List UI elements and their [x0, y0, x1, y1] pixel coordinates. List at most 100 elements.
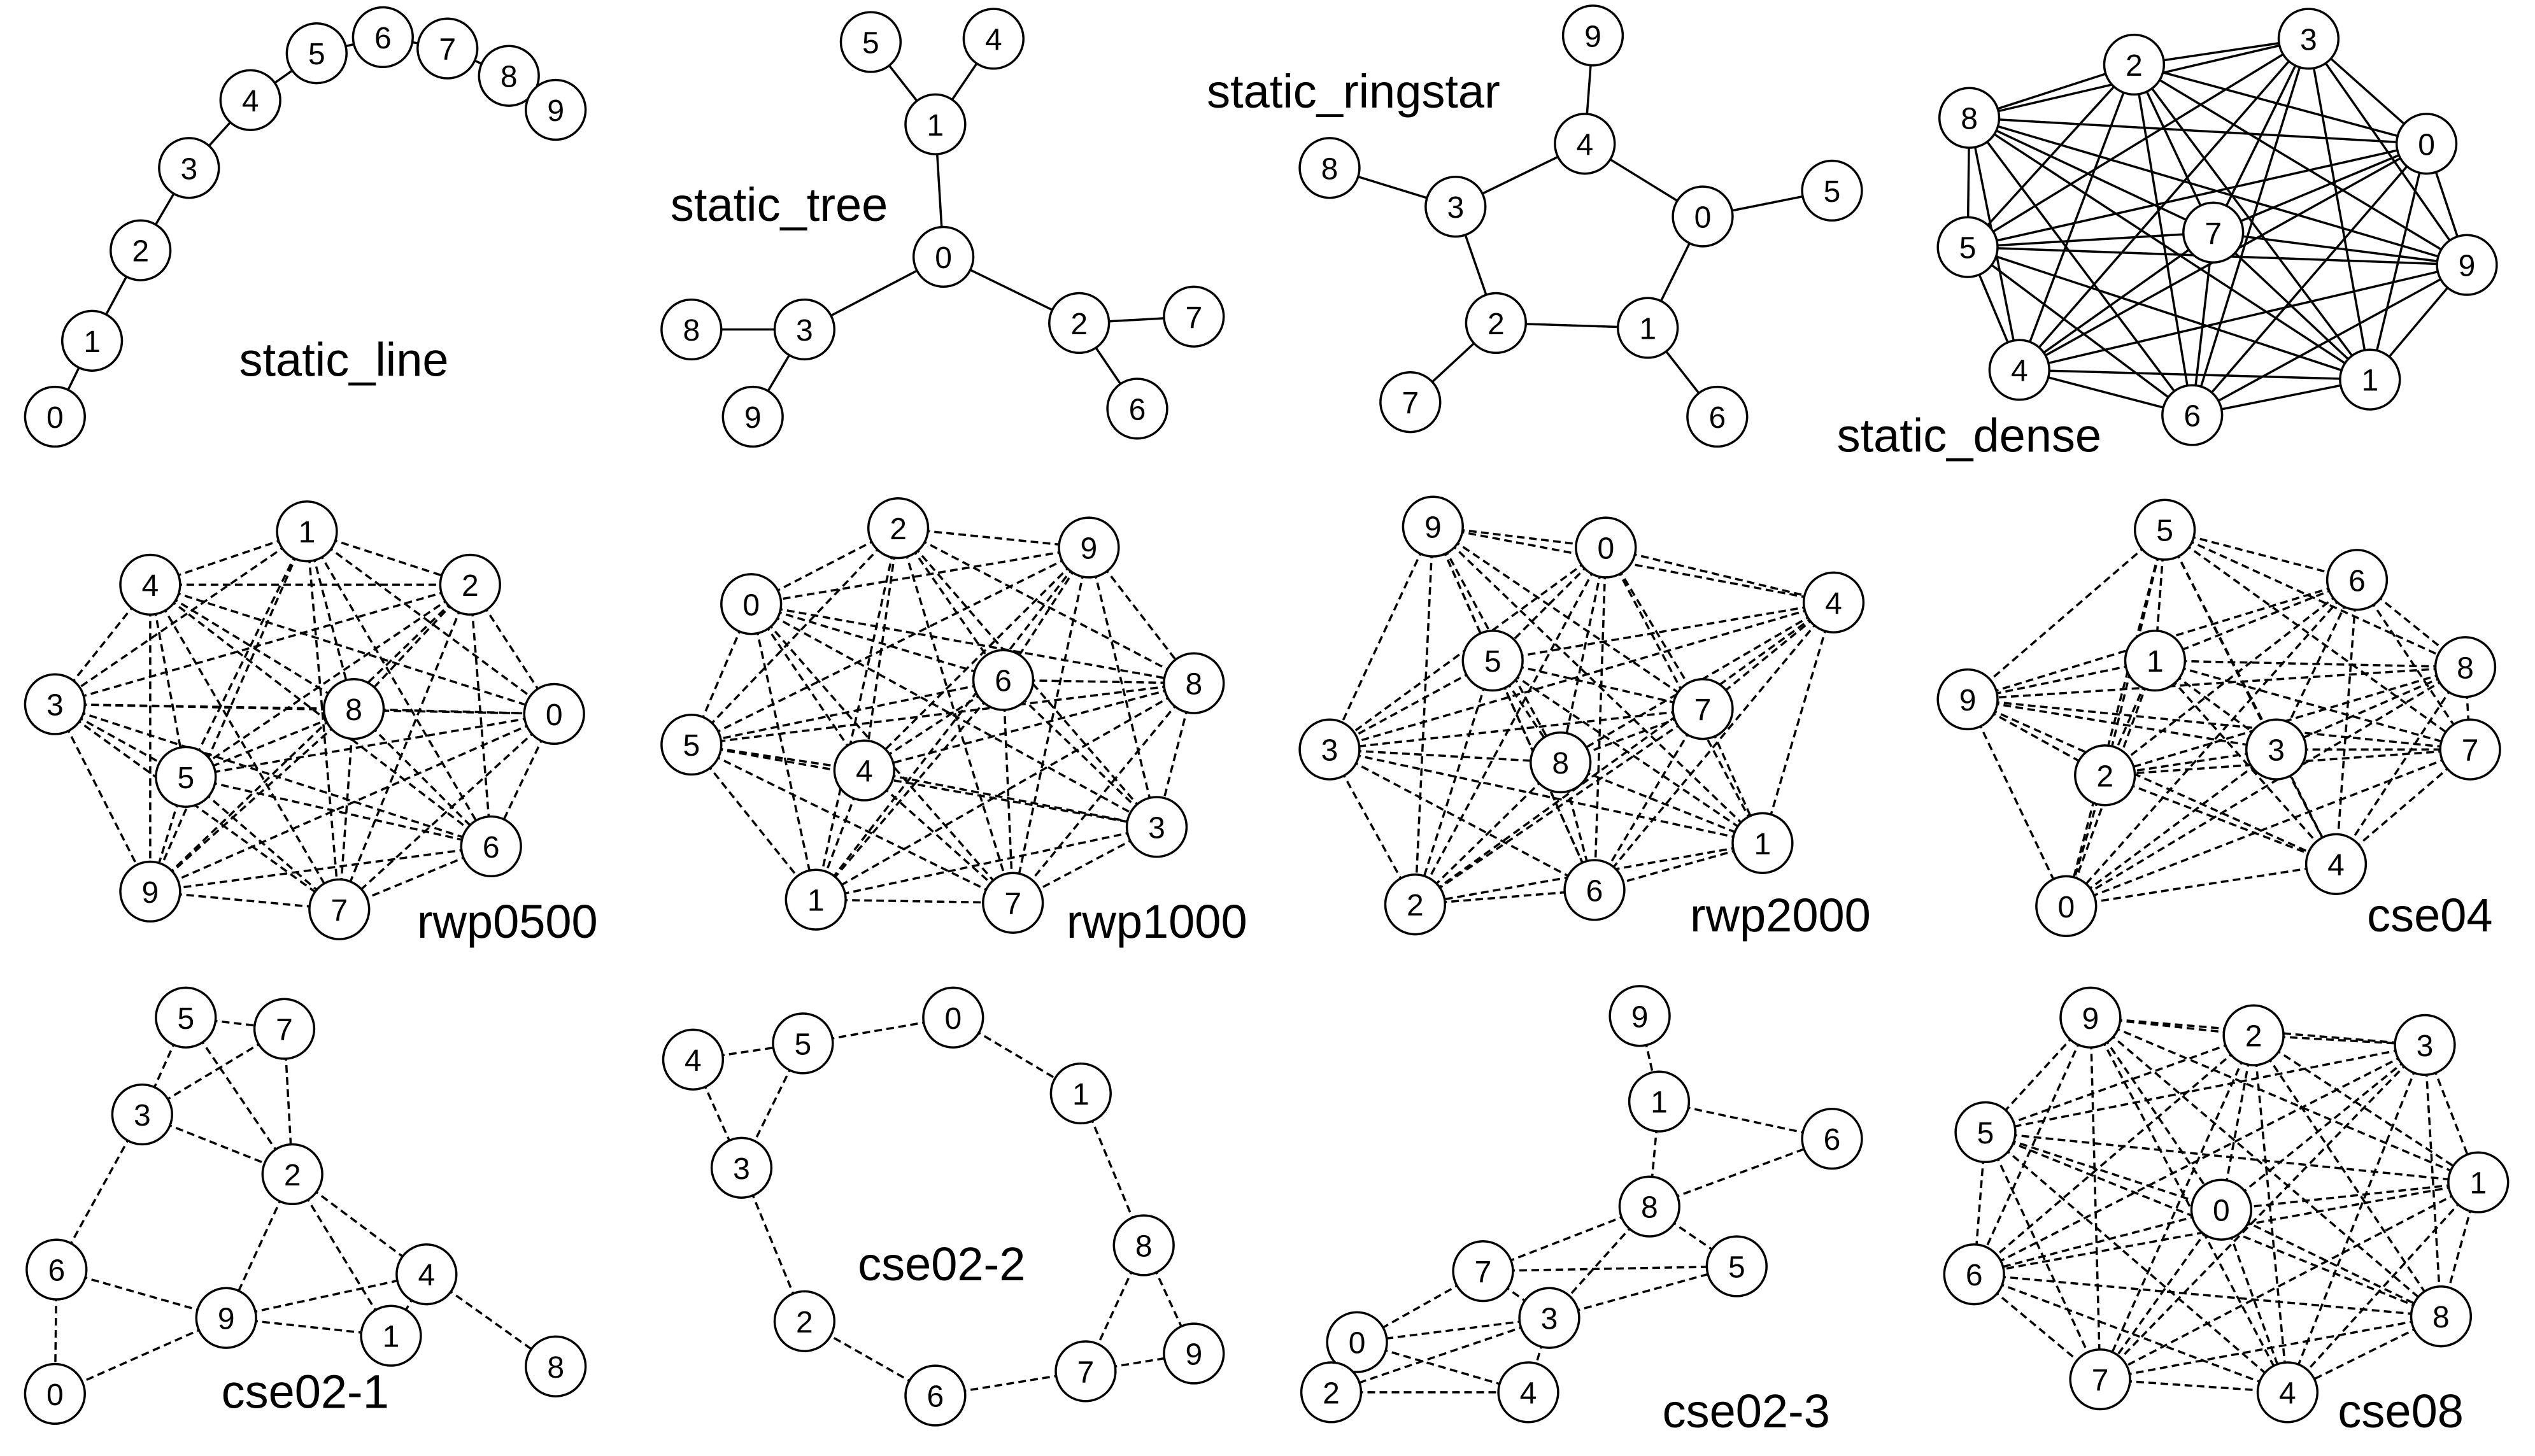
node-9: 9	[1058, 516, 1120, 579]
edge-3-0	[55, 703, 555, 716]
graph-title: cse02-1	[222, 1366, 389, 1418]
edge-3-4	[2286, 1044, 2426, 1393]
edge-0-6	[1593, 547, 1607, 890]
edge-6-4	[1973, 1273, 2289, 1394]
edge-2-5	[1985, 1034, 2254, 1134]
node-2: 2	[439, 553, 501, 616]
node-9: 9	[2436, 234, 2498, 296]
edge-1-0	[2221, 1181, 2478, 1211]
node-1: 1	[1049, 1062, 1112, 1125]
edge-4-0	[2066, 863, 2336, 908]
edge-8-3	[2275, 666, 2466, 751]
node-label: 8	[1641, 1191, 1658, 1225]
node-label: 0	[2213, 1194, 2230, 1228]
node-0: 0	[922, 986, 984, 1049]
edge-3-6	[1329, 748, 1595, 891]
edge-1-4	[2287, 1181, 2480, 1394]
node-label: 1	[1639, 313, 1656, 346]
node-4: 4	[962, 8, 1025, 70]
node-label: 8	[1961, 102, 1978, 136]
node-label: 4	[2279, 1376, 2296, 1410]
node-label: 7	[1402, 386, 1419, 420]
node-2: 2	[1300, 1361, 1363, 1424]
graph-title: rwp0500	[417, 895, 598, 948]
node-7: 7	[308, 878, 371, 940]
node-label: 2	[132, 235, 149, 269]
node-label: 3	[733, 1152, 750, 1186]
edge-8-9	[1967, 666, 2466, 701]
node-3: 3	[24, 673, 86, 735]
node-7: 7	[1379, 371, 1442, 434]
edge-0-7	[2213, 143, 2427, 234]
edge-8-9	[149, 708, 355, 893]
node-label: 0	[546, 698, 563, 732]
edge-3-5	[1967, 38, 2310, 248]
node-1: 1	[1628, 1070, 1691, 1133]
node-label: 0	[944, 1002, 962, 1036]
edge-9-0	[1966, 698, 2068, 907]
node-label: 1	[1754, 828, 1772, 861]
node-label: 3	[1541, 1303, 1558, 1336]
edge-2-9	[898, 527, 1090, 549]
node-label: 9	[1424, 511, 1442, 545]
node-4: 4	[119, 553, 181, 616]
edge-9-1	[1432, 525, 1764, 844]
node-2: 2	[1465, 292, 1527, 355]
node-label: 9	[1631, 1000, 1649, 1034]
node-label: 0	[1349, 1327, 1366, 1361]
node-8: 8	[478, 45, 540, 107]
node-label: 5	[795, 1028, 812, 1061]
edge-8-4	[2335, 666, 2466, 865]
node-label: 4	[242, 85, 259, 118]
edge-4-7	[149, 584, 341, 910]
node-label: 3	[46, 689, 64, 723]
node-5: 5	[1801, 159, 1863, 222]
node-4: 4	[2256, 1361, 2319, 1424]
edge-2-8	[2252, 1035, 2442, 1317]
node-label: 6	[1824, 1123, 1841, 1157]
node-7: 7	[2069, 1348, 2131, 1411]
node-label: 5	[2156, 514, 2173, 548]
edge-4-5	[1492, 601, 1834, 662]
node-1: 1	[1731, 812, 1794, 874]
node-label: 9	[1584, 20, 1601, 53]
node-4: 4	[1497, 1361, 1559, 1424]
node-label: 0	[46, 401, 64, 435]
node-9: 9	[1608, 985, 1671, 1047]
node-label: 8	[1185, 668, 1202, 702]
edge-3-7	[54, 703, 340, 910]
edge-3-8	[2424, 1045, 2443, 1317]
graph-title: cse02-2	[858, 1238, 1025, 1290]
edge-3-1	[1329, 748, 1763, 845]
node-9: 9	[1561, 4, 1624, 67]
node-label: 8	[2432, 1301, 2450, 1334]
node-6: 6	[1563, 859, 1626, 921]
node-label: 8	[345, 693, 362, 727]
edge-0-7	[1605, 547, 1704, 710]
node-label: 0	[2057, 891, 2075, 924]
edge-5-0	[1985, 1131, 2222, 1211]
edge-9-6	[2191, 264, 2468, 416]
node-label: 9	[1081, 532, 1098, 566]
edge-7-5	[1967, 231, 2213, 248]
node-label: 2	[2245, 1020, 2262, 1054]
node-7: 7	[253, 998, 316, 1060]
node-4: 4	[2304, 833, 2368, 895]
node-label: 1	[1072, 1078, 1090, 1112]
node-label: 1	[807, 884, 825, 918]
node-2: 2	[110, 219, 172, 281]
edge-1-3	[54, 530, 308, 705]
node-label: 2	[1407, 889, 1424, 922]
edge-4-8	[149, 583, 355, 710]
node-label: 7	[2205, 217, 2222, 251]
edge-5-9	[1966, 528, 2166, 700]
node-label: 9	[1959, 684, 1977, 717]
edge-3-0	[1356, 1317, 1550, 1343]
edge-0-8	[751, 603, 1195, 684]
edge-8-7	[338, 709, 355, 910]
node-0: 0	[1575, 516, 1637, 579]
node-label: 4	[1825, 587, 1842, 621]
edge-0-2	[1414, 547, 1607, 905]
